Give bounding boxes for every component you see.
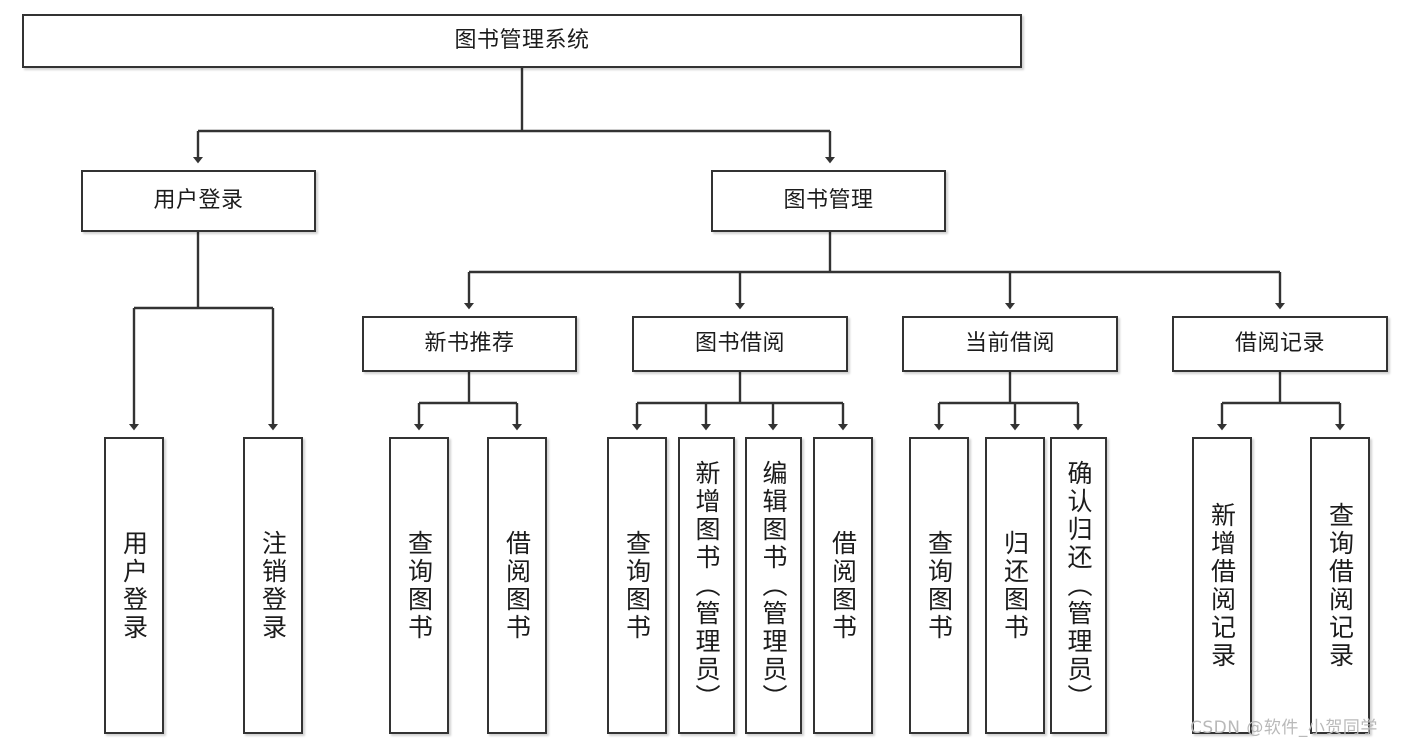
node-leaf-query-book-3[interactable]: 查询图书: [909, 437, 969, 734]
node-leaf-borrow-book-1-label: 借阅图书: [502, 529, 532, 642]
node-leaf-edit-book-label: 编辑图书（管理员）: [759, 459, 788, 712]
node-leaf-logout-label: 注销登录: [258, 529, 288, 642]
root-to-level2-connectors: [192, 68, 836, 164]
node-leaf-confirm-return-label: 确认归还（管理员）: [1064, 459, 1093, 712]
node-book-borrow-label: 图书借阅: [694, 330, 785, 356]
node-book-management[interactable]: 图书管理: [711, 170, 946, 232]
node-root-label: 图书管理系统: [454, 27, 590, 53]
node-borrow-record[interactable]: 借阅记录: [1172, 316, 1388, 372]
node-book-borrow[interactable]: 图书借阅: [632, 316, 848, 372]
node-leaf-query-book-2-label: 查询图书: [622, 529, 652, 642]
node-new-book-recommend[interactable]: 新书推荐: [362, 316, 577, 372]
node-leaf-query-book-1[interactable]: 查询图书: [389, 437, 449, 734]
user-login-to-leaves-connectors: [128, 232, 279, 431]
current-borrow-to-leaves-connectors: [933, 372, 1084, 431]
node-leaf-return-book-label: 归还图书: [1000, 529, 1030, 642]
node-current-borrow[interactable]: 当前借阅: [902, 316, 1118, 372]
book-management-to-level3-connectors: [463, 232, 1286, 310]
node-user-login[interactable]: 用户登录: [81, 170, 316, 232]
node-leaf-query-book-1-label: 查询图书: [404, 529, 434, 642]
node-leaf-borrow-book-2-label: 借阅图书: [828, 529, 858, 642]
node-leaf-confirm-return[interactable]: 确认归还（管理员）: [1050, 437, 1107, 734]
node-leaf-logout[interactable]: 注销登录: [243, 437, 303, 734]
node-leaf-query-record[interactable]: 查询借阅记录: [1310, 437, 1370, 734]
node-leaf-user-login-label: 用户登录: [119, 529, 149, 642]
node-leaf-borrow-book-1[interactable]: 借阅图书: [487, 437, 547, 734]
node-leaf-query-book-2[interactable]: 查询图书: [607, 437, 667, 734]
node-leaf-add-book[interactable]: 新增图书（管理员）: [678, 437, 735, 734]
book-borrow-to-leaves-connectors: [631, 372, 849, 431]
node-leaf-add-record-label: 新增借阅记录: [1207, 501, 1237, 670]
node-current-borrow-label: 当前借阅: [964, 330, 1055, 356]
new-book-recommend-to-leaves-connectors: [413, 372, 523, 431]
node-leaf-add-record[interactable]: 新增借阅记录: [1192, 437, 1252, 734]
node-leaf-add-book-label: 新增图书（管理员）: [692, 459, 721, 712]
node-leaf-query-book-3-label: 查询图书: [924, 529, 954, 642]
node-leaf-query-record-label: 查询借阅记录: [1325, 501, 1355, 670]
node-new-book-recommend-label: 新书推荐: [424, 330, 515, 356]
node-leaf-borrow-book-2[interactable]: 借阅图书: [813, 437, 873, 734]
node-leaf-edit-book[interactable]: 编辑图书（管理员）: [745, 437, 802, 734]
node-leaf-return-book[interactable]: 归还图书: [985, 437, 1045, 734]
borrow-record-to-leaves-connectors: [1216, 372, 1346, 431]
node-user-login-label: 用户登录: [153, 187, 244, 213]
watermark-text: CSDN @软件_小贺同学: [1190, 718, 1378, 738]
node-book-management-label: 图书管理: [783, 187, 874, 213]
node-root[interactable]: 图书管理系统: [22, 14, 1022, 68]
node-borrow-record-label: 借阅记录: [1234, 330, 1325, 356]
node-leaf-user-login[interactable]: 用户登录: [104, 437, 164, 734]
